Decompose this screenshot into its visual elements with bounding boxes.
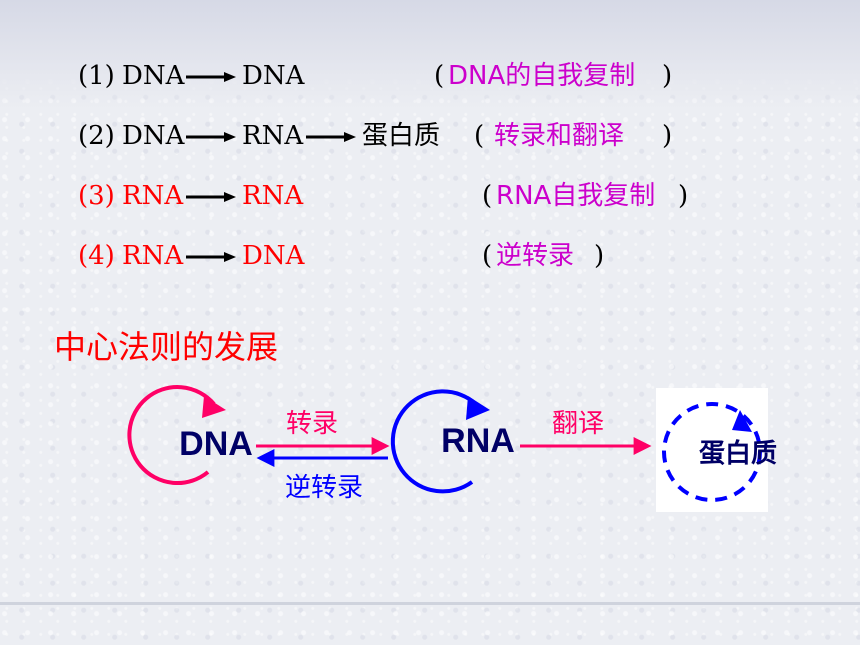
row-to: DNA [242,61,305,91]
rule-row-3: (3) RNA RNA ( RNA自我复制 ) [78,176,718,216]
row-from: DNA [122,61,185,91]
arrow-icon [186,132,236,142]
protein-dashed-loop [662,402,762,502]
note-open-paren: ( [474,121,485,151]
note-open-paren: ( [434,61,445,91]
rule-row-4: (4) RNA DNA ( 逆转录 ) [78,236,698,276]
row-number: (1) [78,61,115,91]
row-number: (3) [78,181,115,211]
row-note: RNA自我复制 [496,181,656,211]
protein-label: 蛋白质 [699,438,777,469]
translation-label: 翻译 [552,409,604,439]
rna-replication-loop [390,389,478,494]
row-note: 转录和翻译 [494,121,625,151]
row-from: DNA [122,121,185,151]
note-close-paren: ) [594,241,605,271]
rna-label: RNA [441,422,515,460]
row-from: RNA [122,241,184,271]
rule-row-1: (1) DNA DNA ( DNA的自我复制 ) [78,56,698,96]
dna-loop-arrowhead-icon [202,396,226,418]
row-note: DNA的自我复制 [448,61,636,91]
note-close-paren: ) [662,121,673,151]
row-mid: 蛋白质 [362,121,441,151]
top-band [0,0,860,110]
arrow-icon [186,72,236,82]
reverse-transcription-label: 逆转录 [285,473,363,503]
arrow-icon [306,132,356,142]
row-number: (2) [78,121,115,151]
row-note: 逆转录 [496,241,575,271]
arrow-icon [186,252,236,262]
note-close-paren: ) [678,181,689,211]
section-heading: 中心法则的发展 [54,328,279,366]
row-to: RNA [242,181,304,211]
rule-row-2: (2) DNA RNA 蛋白质 ( 转录和翻译 ) [78,116,698,156]
bottom-divider [0,602,860,605]
arrow-icon [186,192,236,202]
rna-loop-arrowhead-icon [466,396,490,420]
row-number: (4) [78,241,115,271]
protein-box [656,388,768,512]
dna-label: DNA [179,425,253,463]
note-close-paren: ) [662,61,673,91]
row-to: RNA [242,121,304,151]
row-to: DNA [242,241,305,271]
note-open-paren: ( [482,241,493,271]
transcription-label: 转录 [286,409,338,439]
protein-loop-arrowhead-icon [732,410,752,432]
row-from: RNA [122,181,184,211]
dna-replication-loop [127,385,216,486]
note-open-paren: ( [482,181,493,211]
